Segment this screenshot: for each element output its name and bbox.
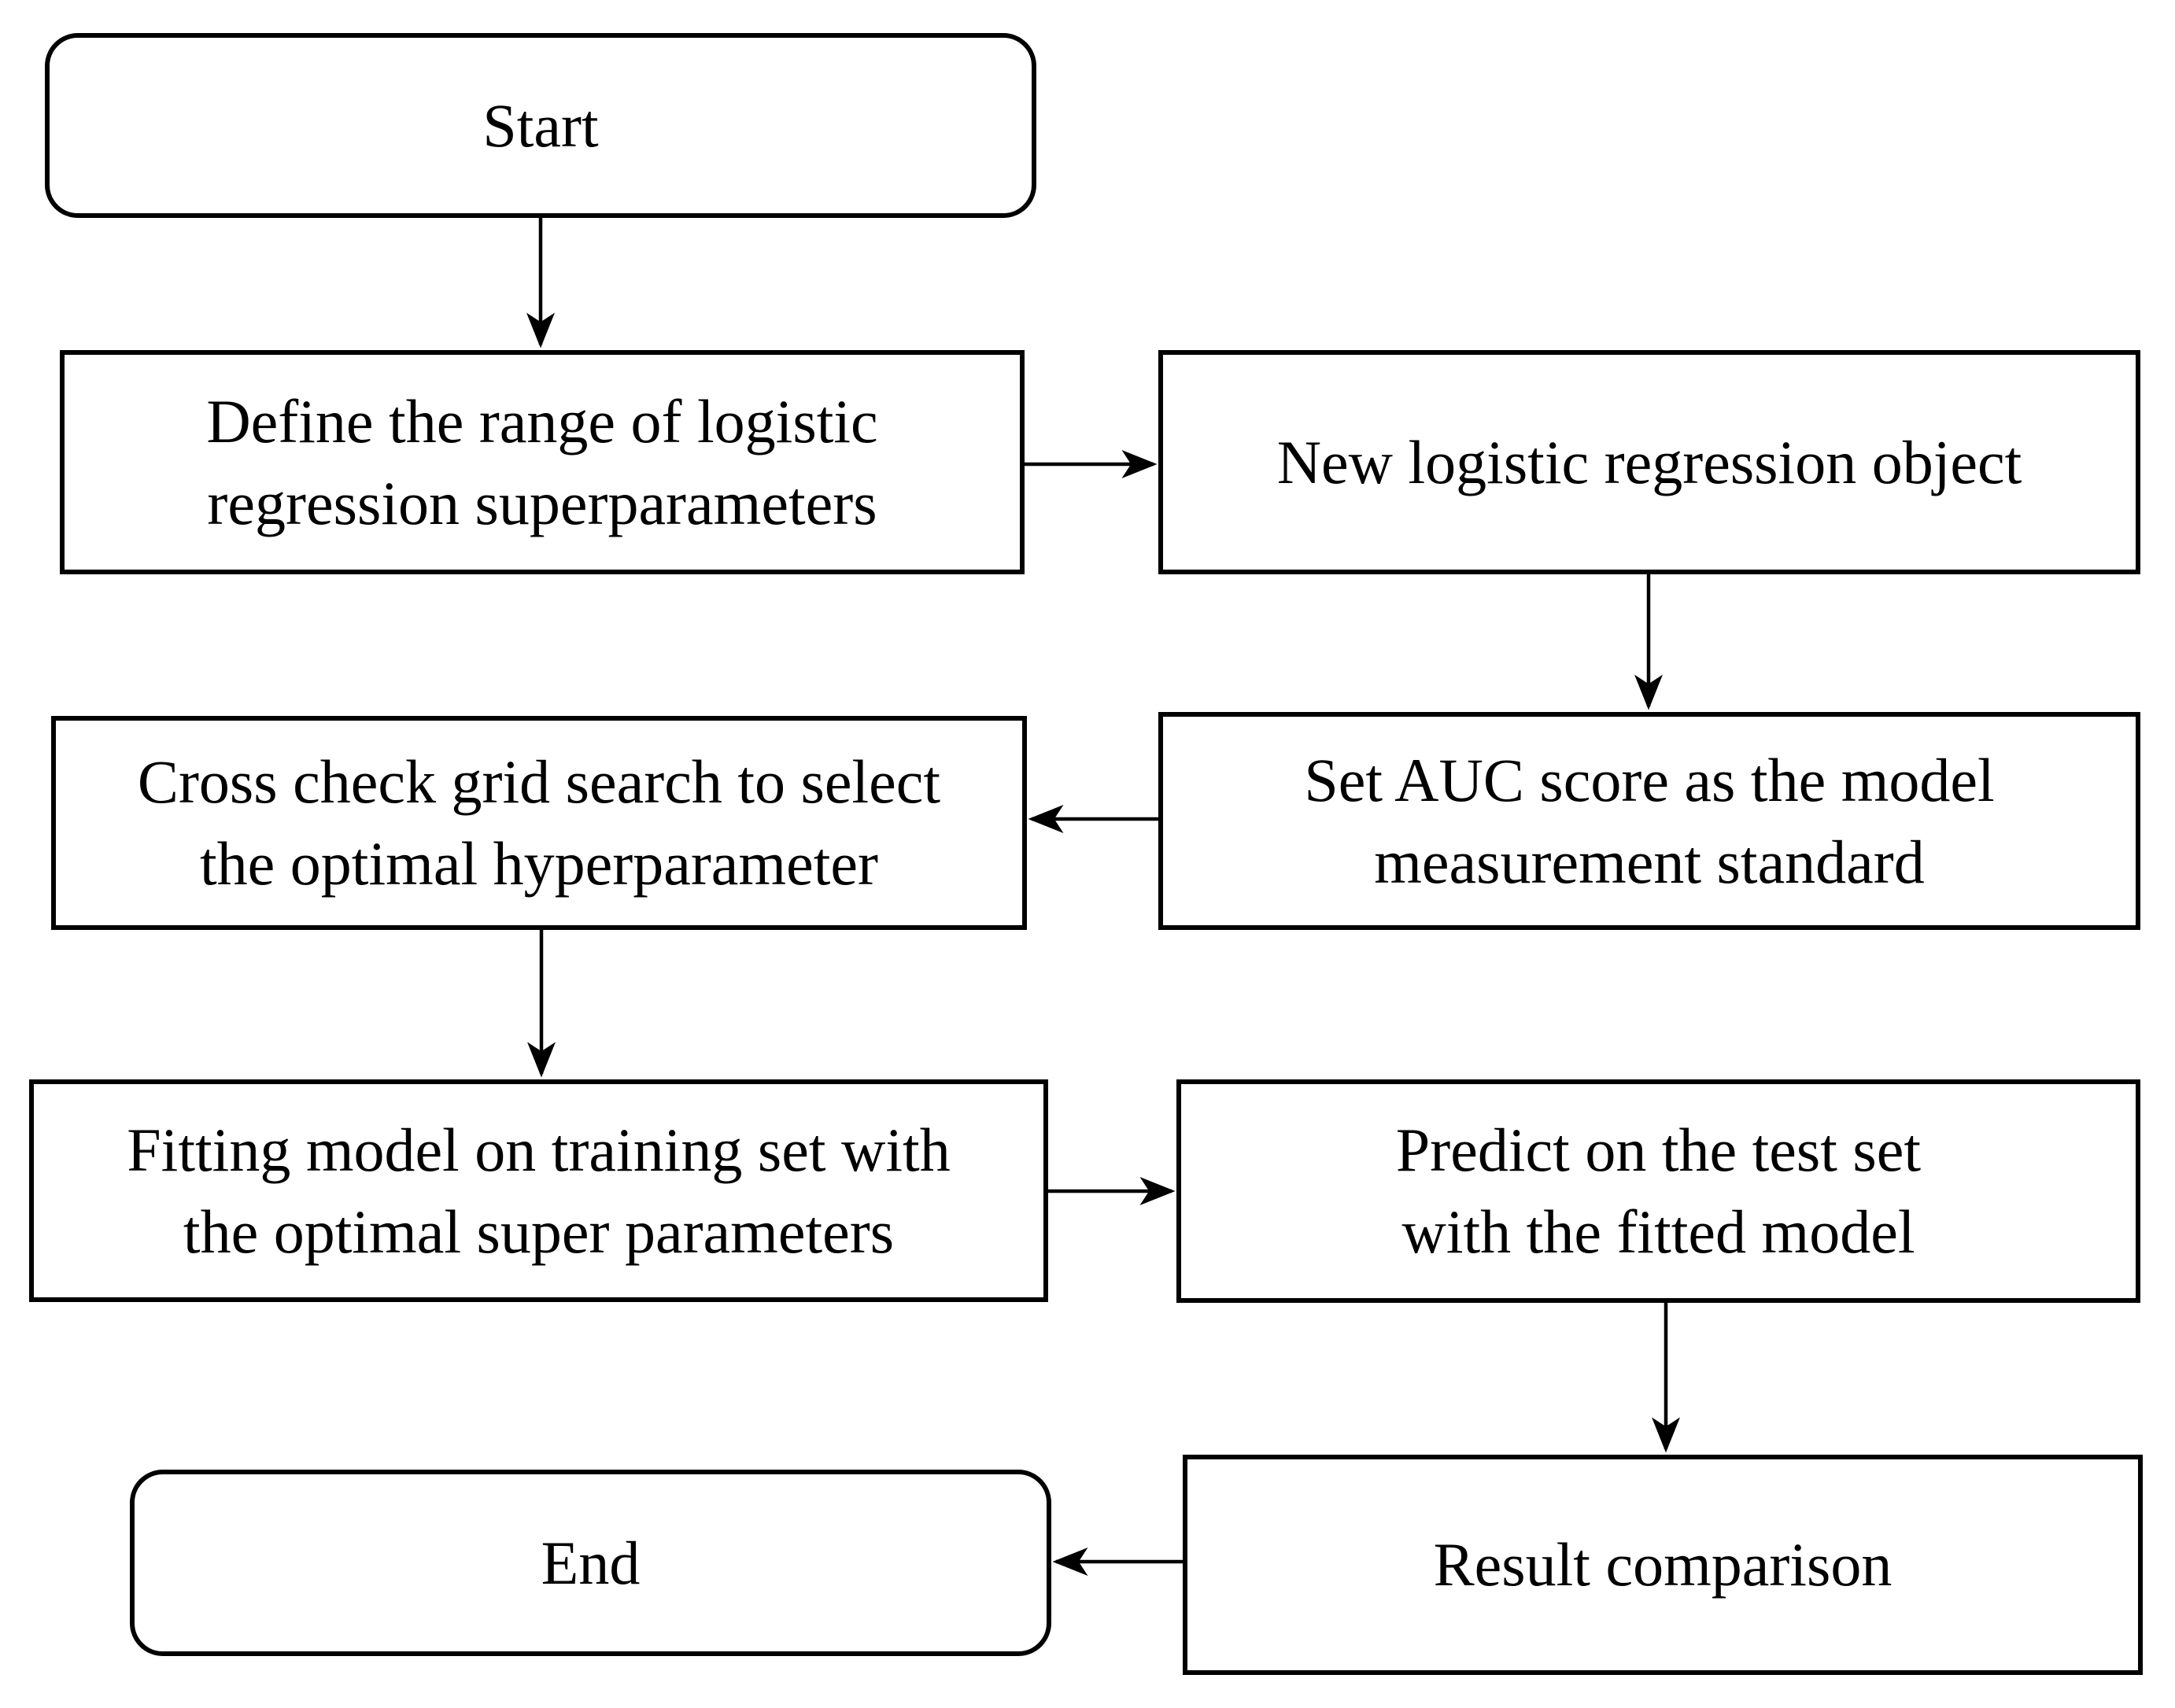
node-define-range-line1: Define the range of logistic [206,386,878,456]
node-set-auc-score-line2: measurement standard [1374,827,1925,896]
node-end-label: End [541,1528,641,1597]
node-start-label: Start [482,90,599,160]
node-result-comparison: Result comparison [1183,1455,2143,1675]
node-fitting-model: Fitting model on training set with the o… [29,1079,1048,1302]
node-define-range: Define the range of logistic regression … [60,350,1025,574]
node-predict-test-set-line1: Predict on the test set [1395,1116,1922,1184]
node-predict-test-set-line2: with the fitted model [1401,1197,1915,1266]
node-new-logistic-object-label: New logistic regression object [1276,427,2022,496]
node-predict-test-set: Predict on the test set with the fitted … [1176,1079,2140,1303]
node-define-range-line2: regression superparameters [207,468,877,537]
node-start: Start [45,33,1036,218]
node-new-logistic-object: New logistic regression object [1158,350,2140,574]
node-end: End [130,1470,1051,1656]
node-cross-check-grid-search: Cross check grid search to select the op… [51,716,1027,930]
node-set-auc-score: Set AUC score as the model measurement s… [1158,712,2140,930]
node-fitting-model-line2: the optimal super parameters [183,1197,895,1266]
node-cross-check-line1: Cross check grid search to select [137,747,941,816]
node-cross-check-line2: the optimal hyperparameter [200,829,878,898]
node-result-comparison-label: Result comparison [1433,1530,1893,1599]
node-set-auc-score-line1: Set AUC score as the model [1304,745,1995,814]
node-fitting-model-line1: Fitting model on training set with [127,1115,951,1184]
